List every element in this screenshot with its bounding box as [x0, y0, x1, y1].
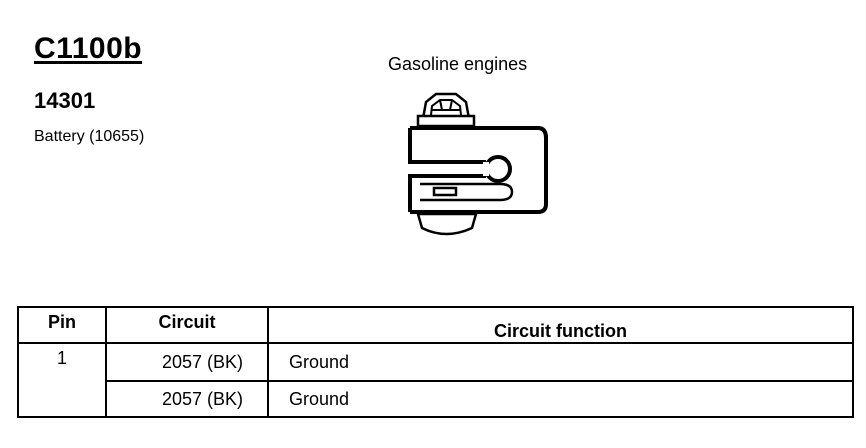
component-name: Battery (10655): [34, 128, 145, 145]
circuit-function-column-header: Circuit function: [267, 306, 854, 344]
battery-terminal-connector-diagram: [408, 92, 548, 236]
table-header-row: Pin Circuit Circuit function: [17, 306, 854, 344]
terminal-post: [416, 212, 478, 236]
pin-table: Pin Circuit Circuit function 1 2057 (BK)…: [17, 306, 854, 418]
circuit-function-cell: Ground: [267, 342, 854, 382]
table-row: 2057 (BK) Ground: [18, 380, 854, 418]
diagram-caption: Gasoline engines: [388, 54, 528, 74]
part-number: 14301: [34, 88, 96, 113]
circuit-cell: 2057 (BK): [105, 342, 269, 382]
clamp-body: [408, 126, 548, 214]
circuit-column-header: Circuit: [105, 306, 269, 344]
pin-cell: 1: [17, 342, 107, 418]
connector-id: C1100b: [34, 32, 143, 65]
circuit-cell: 2057 (BK): [105, 380, 269, 418]
terminal-nut: [416, 92, 476, 128]
table-row: 1 2057 (BK) Ground: [17, 342, 854, 418]
pin-column-header: Pin: [17, 306, 107, 344]
clamp-slot: [420, 182, 514, 202]
circuit-function-cell: Ground: [267, 380, 854, 418]
